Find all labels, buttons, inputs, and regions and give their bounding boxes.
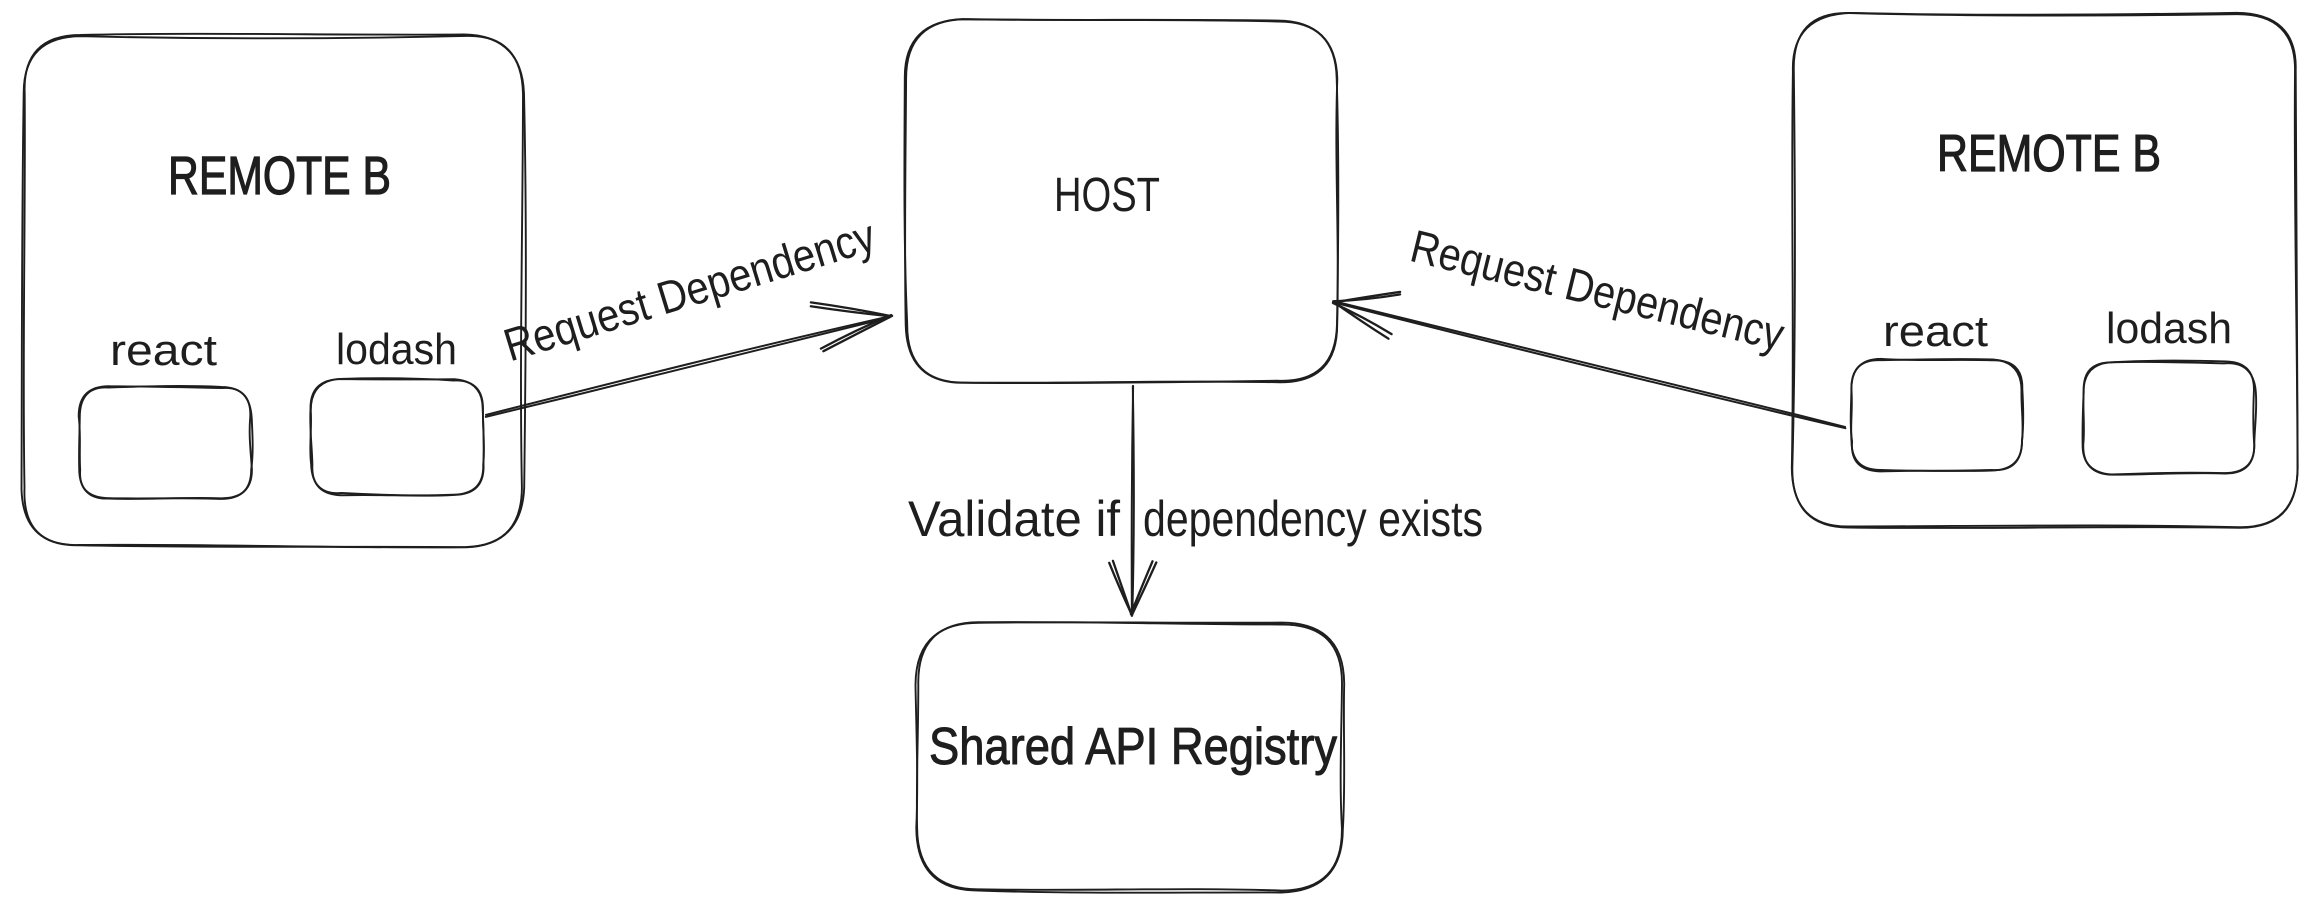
svg-text:REMOTE B: REMOTE B <box>1937 125 2161 183</box>
svg-text:react: react <box>1883 307 1988 356</box>
svg-text:Validate if: Validate if <box>908 491 1120 547</box>
svg-text:Request Dependency: Request Dependency <box>1406 220 1789 361</box>
svg-text:HOST: HOST <box>1054 169 1160 222</box>
svg-text:Shared API Registry: Shared API Registry <box>929 718 1337 776</box>
svg-text:dependency exists: dependency exists <box>1143 491 1483 547</box>
svg-text:lodash: lodash <box>336 325 457 374</box>
svg-text:react: react <box>110 326 217 375</box>
svg-text:REMOTE B: REMOTE B <box>168 146 391 206</box>
svg-text:lodash: lodash <box>2106 304 2232 353</box>
